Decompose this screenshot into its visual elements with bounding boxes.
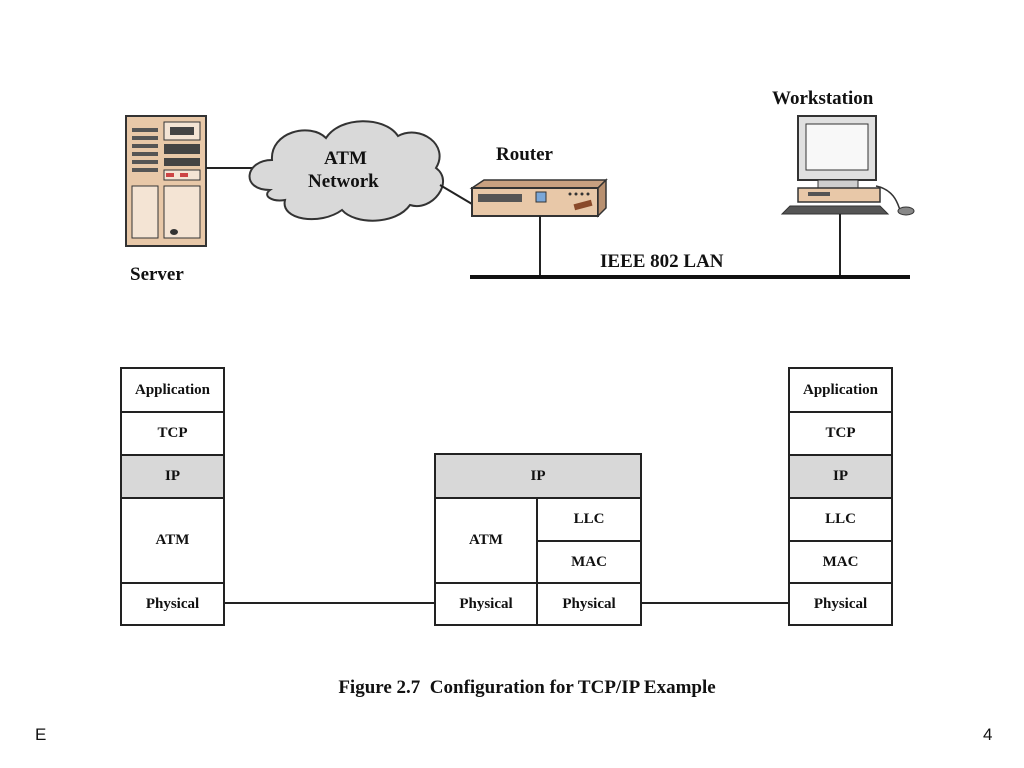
server-label: Server: [130, 264, 184, 285]
stack-layer-llc: LLC: [790, 499, 891, 542]
stack-layer-application: Application: [122, 369, 223, 413]
cloud-label-line2: Network: [308, 171, 379, 192]
stack-layer-ip: IP: [436, 455, 640, 499]
figure-caption: Figure 2.7 Configuration for TCP/IP Exam…: [338, 677, 716, 698]
physical-link-server-router: [225, 602, 434, 604]
stack-layer-tcp: TCP: [122, 413, 223, 456]
stack-layer-application: Application: [790, 369, 891, 413]
stack-layer-physical-lan-side: Physical: [562, 595, 616, 612]
stack-layer-atm: ATM: [122, 499, 223, 584]
workstation-icon: [780, 115, 915, 216]
server-icon: [125, 115, 207, 247]
workstation-label: Workstation: [772, 88, 874, 109]
footer-left-text: E: [35, 725, 47, 744]
stack-layer-physical-atm-side: Physical: [436, 584, 538, 624]
lan-bus-line: [470, 275, 910, 279]
stack-layer-mac: MAC: [538, 542, 640, 584]
router-protocol-stack: IP ATM LLC MAC Physical Physical: [434, 453, 642, 626]
physical-link-router-workstation: [642, 602, 788, 604]
page-number: 4: [983, 725, 993, 744]
stack-layer-llc: LLC: [538, 499, 640, 542]
atm-network-cloud-icon: [248, 120, 444, 222]
stack-layer-physical: Physical: [813, 595, 868, 612]
workstation-protocol-stack: Application TCP IP LLC MAC Physical: [788, 367, 893, 626]
network-illustration: [125, 115, 915, 279]
server-protocol-stack: Application TCP IP ATM Physical: [120, 367, 225, 626]
stack-layer-mac: MAC: [790, 542, 891, 584]
router-icon: [469, 178, 608, 218]
stack-layer-tcp: TCP: [790, 413, 891, 456]
cloud-label-line1: ATM: [324, 148, 367, 169]
stack-layer-ip: IP: [122, 456, 223, 499]
lan-label: IEEE 802 LAN: [600, 251, 724, 272]
stack-layer-physical: Physical: [145, 595, 200, 612]
router-label: Router: [496, 144, 553, 165]
stack-layer-atm: ATM: [436, 499, 538, 584]
stack-layer-ip: IP: [790, 456, 891, 499]
